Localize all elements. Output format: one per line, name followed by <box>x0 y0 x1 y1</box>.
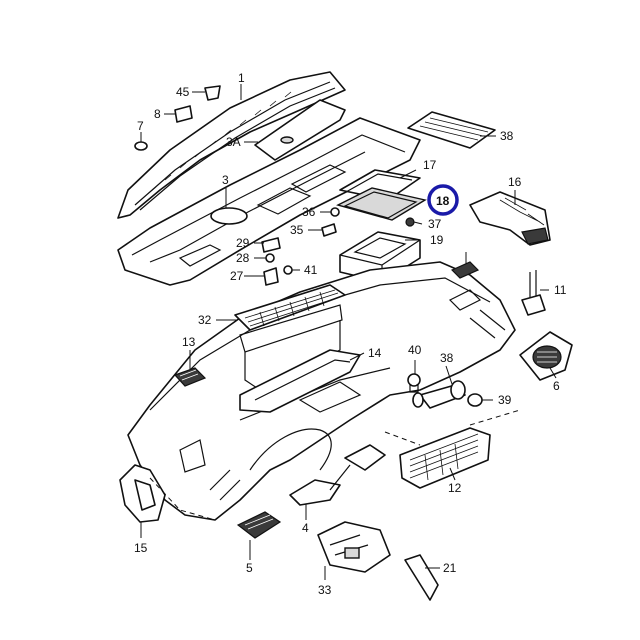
callout-33: 33 <box>318 583 332 597</box>
callout-36: 36 <box>302 205 316 219</box>
center-vent-12 <box>399 427 491 489</box>
clip-29 <box>261 237 281 253</box>
screw-41 <box>283 265 293 275</box>
switch-11 <box>521 270 546 316</box>
callout-8: 8 <box>154 107 161 121</box>
duct-4 <box>289 444 386 506</box>
callout-3a: 3A <box>226 135 241 149</box>
clip-27 <box>263 267 279 286</box>
panel-3a <box>254 99 346 161</box>
callout-28: 28 <box>236 251 250 265</box>
callout-40: 40 <box>408 343 422 357</box>
small-vent-13 <box>173 367 207 387</box>
callout-15: 15 <box>134 541 148 555</box>
side-cover-21 <box>404 554 439 601</box>
highlight-ring-18 <box>427 184 459 216</box>
callout-19: 19 <box>430 233 444 247</box>
callout-39: 39 <box>498 393 512 407</box>
callout-16: 16 <box>508 175 522 189</box>
callout-21: 21 <box>443 561 457 575</box>
callout-38-mid: 38 <box>440 351 454 365</box>
storage-insert-18 <box>336 187 427 221</box>
cap-39 <box>467 393 483 407</box>
duct-38 <box>412 380 466 409</box>
callout-37: 37 <box>428 217 442 231</box>
callout-5: 5 <box>246 561 253 575</box>
callout-13: 13 <box>182 335 196 349</box>
callout-45: 45 <box>176 85 190 99</box>
screw-36 <box>330 207 340 217</box>
callout-29: 29 <box>236 236 250 250</box>
callout-11: 11 <box>554 283 567 297</box>
callout-35: 35 <box>290 223 304 237</box>
dash-top-trim-panel <box>117 71 346 219</box>
defrost-vent-38 <box>407 111 496 149</box>
callout-1: 1 <box>238 71 245 85</box>
assembly-outline <box>149 409 521 521</box>
callout-3: 3 <box>222 173 229 187</box>
callout-6: 6 <box>553 379 560 393</box>
side-vent-6 <box>519 331 573 381</box>
callout-17: 17 <box>423 158 437 172</box>
clip-28 <box>265 253 275 263</box>
callout-38-top: 38 <box>500 129 514 143</box>
clip-8 <box>174 105 193 123</box>
callout-4: 4 <box>302 521 309 535</box>
dash-upper-cover <box>117 117 421 286</box>
trim-strip-14 <box>239 349 361 413</box>
left-vent-15 <box>119 464 166 523</box>
side-vent-16 <box>469 191 551 246</box>
callout-18: 18 <box>436 194 450 208</box>
fitting-40 <box>407 373 421 393</box>
nut-37 <box>405 217 415 227</box>
lower-vent-5 <box>236 511 282 539</box>
callout-7: 7 <box>137 119 144 133</box>
instrument-panel-body <box>127 261 516 521</box>
leader-lines <box>140 84 557 580</box>
bracket-33 <box>317 521 391 573</box>
callout-32: 32 <box>198 313 212 327</box>
clip-45 <box>204 85 221 101</box>
clip-35 <box>321 223 337 237</box>
clip-7 <box>134 141 148 151</box>
callout-41: 41 <box>304 263 318 277</box>
callout-27: 27 <box>230 269 244 283</box>
vent-slot-top <box>450 261 480 279</box>
callout-14: 14 <box>368 346 382 360</box>
callout-12: 12 <box>448 481 462 495</box>
